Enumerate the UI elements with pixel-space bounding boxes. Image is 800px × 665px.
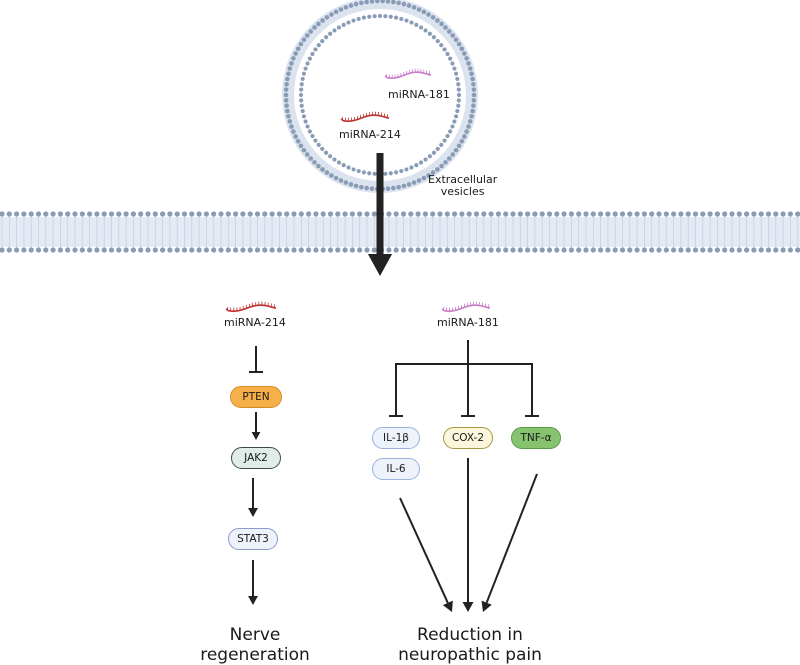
- node-stat3: STAT3: [228, 528, 278, 550]
- inhibit-pten: [249, 346, 263, 373]
- left-mirna-214-label: miRNA-214: [224, 316, 286, 329]
- node-jak2: JAK2: [231, 447, 281, 469]
- node-pten: PTEN: [230, 386, 282, 408]
- vesicle-uptake-arrow: [367, 153, 393, 276]
- arrow-pten-jak2: [251, 412, 261, 440]
- mirna-strands: [225, 68, 491, 312]
- ev-label-line1: Extracellular: [428, 173, 498, 186]
- vesicle-mirna-214-strand: [340, 111, 390, 122]
- arrow-cox-2-to-outcome: [462, 458, 474, 612]
- outcome-right-line1: Reduction in: [417, 625, 523, 645]
- outcome-nerve-regeneration: Nerve regeneration: [190, 625, 320, 665]
- inhibit-tnf-alpha: [525, 364, 539, 417]
- membrane-tails: [0, 217, 800, 247]
- arrow-tnf-to-outcome: [481, 473, 538, 612]
- outcome-left-line2: regeneration: [200, 645, 310, 665]
- vesicle-mirna-181-label: miRNA-181: [388, 88, 450, 101]
- vesicle-mirna-214-label: miRNA-214: [339, 128, 401, 141]
- arrow-il-to-outcome: [399, 497, 453, 612]
- node-tnf-alpha: TNF-α: [511, 427, 561, 449]
- cell-membrane: [0, 211, 800, 253]
- right-mirna-181-strand: [441, 301, 491, 312]
- ev-label-line2: vesicles: [440, 185, 485, 198]
- pathway-arrows: [248, 153, 539, 612]
- left-mirna-214-strand: [225, 301, 277, 312]
- right-mirna-181-label: miRNA-181: [437, 316, 499, 329]
- arrow-jak2-stat3: [248, 478, 258, 517]
- inhibit-il-1beta: [389, 364, 403, 417]
- extracellular-vesicles-label: Extracellular vesicles: [428, 174, 497, 198]
- arrow-stat3-outcome: [248, 560, 258, 605]
- inhibit-cox-2: [461, 364, 475, 417]
- node-il-1beta: IL-1β: [372, 427, 420, 449]
- outcome-left-line1: Nerve: [229, 625, 281, 645]
- outcome-right-line2: neuropathic pain: [398, 645, 542, 665]
- node-il-6: IL-6: [372, 458, 420, 480]
- node-cox-2: COX-2: [443, 427, 493, 449]
- outcome-reduction-neuropathic-pain: Reduction in neuropathic pain: [390, 625, 550, 665]
- vesicle-mirna-181-strand: [384, 68, 432, 79]
